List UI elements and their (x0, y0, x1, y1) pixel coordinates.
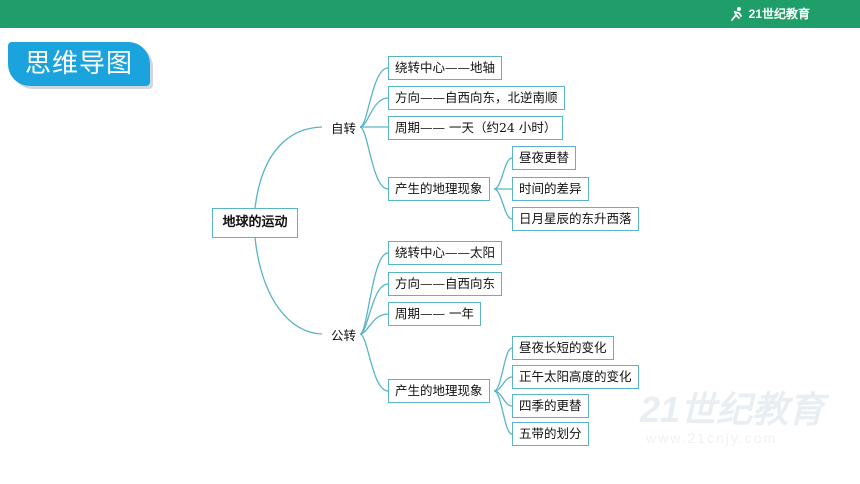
revolution-phenomenon-node: 昼夜长短的变化 (512, 336, 614, 360)
connector-rot-ph-1 (493, 157, 513, 190)
revolution-center-node: 绕转中心——太阳 (388, 241, 503, 265)
revolution-direction-node: 方向——自西向东 (388, 272, 503, 296)
connector-revolution-4 (359, 333, 389, 392)
revolution-phenomenon-node: 四季的更替 (512, 394, 589, 418)
connector-rotation-1 (359, 67, 389, 128)
root-node: 地球的运动 (212, 208, 298, 238)
revolution-phenomenon-node: 正午太阳高度的变化 (512, 365, 639, 389)
rotation-phenomenon-node: 日月星辰的东升西落 (512, 207, 639, 231)
revolution-period-node: 周期—— 一年 (388, 302, 481, 326)
connector-root-revolution (254, 237, 323, 335)
revolution-phenomena-node: 产生的地理现象 (388, 379, 490, 403)
connector-rot-ph-3 (493, 188, 513, 220)
connector-revolution-2 (359, 283, 389, 335)
revolution-phenomenon-node: 五带的划分 (512, 422, 589, 446)
connector-rev-ph-2 (493, 376, 513, 392)
runner-icon (730, 7, 742, 21)
brand-logo: 21世纪教育 (729, 5, 810, 23)
connector-revolution-1 (359, 252, 389, 335)
rotation-direction-node: 方向——自西向东，北逆南顺 (388, 86, 565, 110)
watermark-url: www.21cnjy.com (646, 430, 778, 446)
top-bar: 21世纪教育 (0, 0, 860, 28)
connector-rotation-2 (359, 97, 389, 128)
rotation-center-node: 绕转中心——地轴 (388, 56, 503, 80)
watermark: 21世纪教育 (640, 389, 825, 430)
page-title: 思维导图 (8, 42, 150, 86)
connector-rev-ph-1 (493, 347, 513, 392)
rotation-period-node: 周期—— 一天（约24 小时） (388, 116, 564, 140)
connector-root-rotation (254, 126, 323, 209)
rotation-phenomenon-node: 昼夜更替 (512, 146, 577, 170)
connector-rotation-4 (359, 126, 389, 190)
rotation-phenomena-node: 产生的地理现象 (388, 177, 490, 201)
branch-revolution: 公转 (331, 328, 357, 343)
branch-rotation: 自转 (331, 121, 357, 136)
connector-revolution-3 (359, 313, 389, 335)
connector-rev-ph-4 (493, 390, 513, 435)
rotation-phenomenon-node: 时间的差异 (512, 177, 589, 201)
brand-name: 21世纪教育 (748, 7, 810, 21)
